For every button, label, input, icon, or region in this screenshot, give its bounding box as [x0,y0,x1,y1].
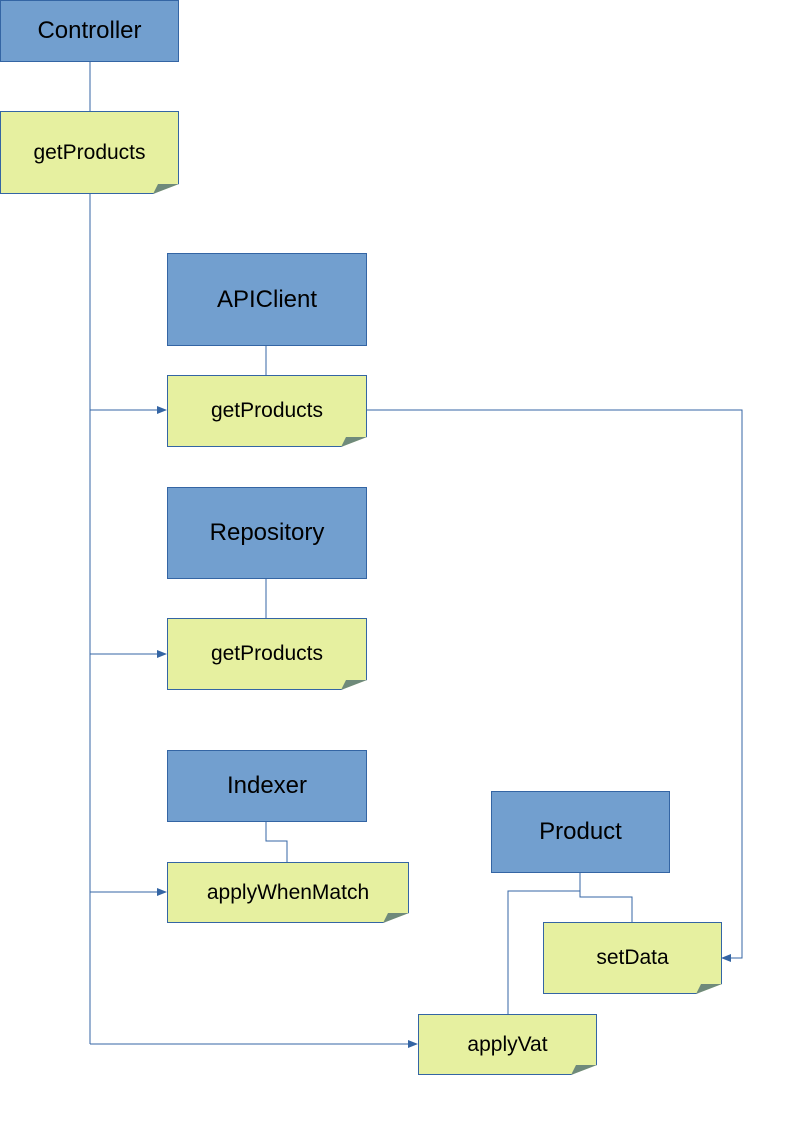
note-fold-icon [696,984,722,994]
method-product-setdata-label: setData [596,946,669,969]
method-indexer-applywhenmatch[interactable]: applyWhenMatch [167,862,409,923]
class-repository-label: Repository [209,519,325,546]
note-fold-icon [341,680,367,690]
method-product-applyvat-label: applyVat [467,1032,548,1056]
indexer-link [265,821,288,862]
method-controller-getproducts[interactable]: getProducts [0,111,179,194]
class-apiclient[interactable]: APIClient [167,253,367,346]
class-indexer-label: Indexer [226,772,308,799]
note-fold-icon [341,437,367,447]
product-setdata-link [579,872,633,922]
method-repository-getproducts-label: getProducts [210,642,324,665]
class-controller-label: Controller [37,17,142,44]
method-controller-getproducts-label: getProducts [33,140,146,164]
class-product-label: Product [539,818,622,845]
product-applyvat-link [507,872,581,1014]
note-fold-icon [571,1065,597,1075]
note-fold-icon [153,184,179,194]
class-controller[interactable]: Controller [0,0,179,62]
note-fold-icon [383,913,409,923]
class-product[interactable]: Product [491,791,670,873]
class-repository[interactable]: Repository [167,487,367,579]
method-indexer-applywhenmatch-label: applyWhenMatch [206,880,370,904]
method-apiclient-getproducts[interactable]: getProducts [167,375,367,447]
call-product-setdata [367,409,743,962]
class-apiclient-label: APIClient [216,285,318,313]
method-repository-getproducts[interactable]: getProducts [167,618,367,690]
method-product-setdata[interactable]: setData [543,922,722,994]
method-apiclient-getproducts-label: getProducts [210,399,324,422]
class-indexer[interactable]: Indexer [167,750,367,822]
method-product-applyvat[interactable]: applyVat [418,1014,597,1075]
